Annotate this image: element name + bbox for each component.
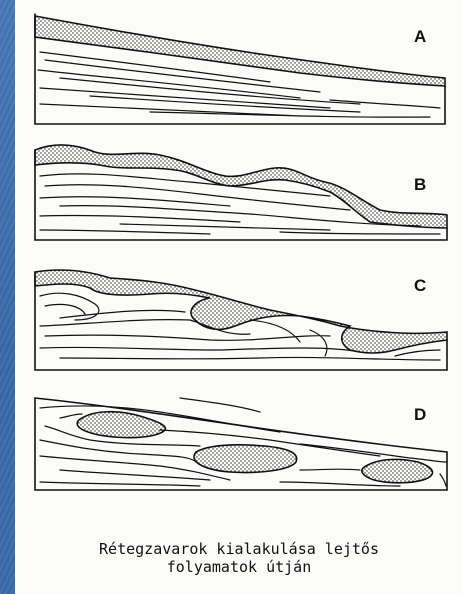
panel-c: C: [35, 270, 447, 370]
figure-caption: Rétegzavarok kialakulása lejtős folyamat…: [15, 540, 463, 576]
caption-line-1: Rétegzavarok kialakulása lejtős: [15, 540, 463, 558]
panel-a: A: [35, 14, 445, 124]
caption-line-2: folyamatok útján: [15, 558, 463, 576]
panel-d-lens-2: [194, 445, 297, 473]
panel-d-lens-3: [362, 459, 433, 482]
panel-b-letter: B: [414, 175, 426, 194]
panel-b: B: [35, 145, 447, 240]
panel-d-lens-1: [77, 412, 165, 438]
panel-c-letter: C: [414, 276, 426, 295]
panel-a-letter: A: [414, 27, 426, 46]
panel-d: D: [35, 398, 447, 490]
panel-d-letter: D: [414, 405, 426, 424]
panel-a-sand-layer: [35, 16, 445, 86]
